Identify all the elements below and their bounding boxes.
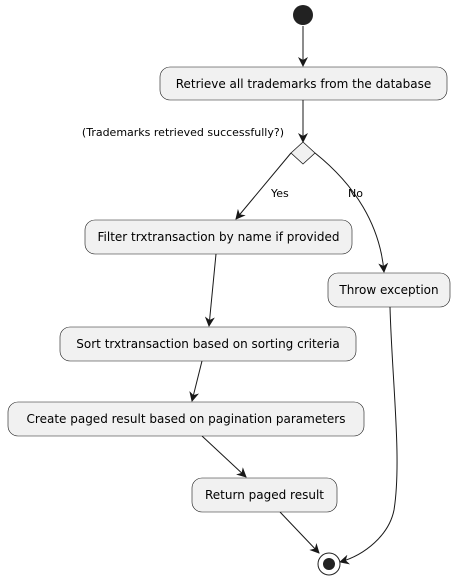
edge-return-to-end [279,511,320,554]
action-paged: Create paged result based on pagination … [7,401,365,437]
decision-diamond [290,141,316,165]
edge-decision-to-throw [314,152,389,273]
action-retrieve-label: Retrieve all trademarks from the databas… [176,77,432,91]
start-node [293,5,313,25]
action-sort-label: Sort trxtransaction based on sorting cri… [76,337,339,351]
action-retrieve: Retrieve all trademarks from the databas… [159,66,448,101]
action-paged-label: Create paged result based on pagination … [27,412,346,426]
action-filter-label: Filter trxtransaction by name if provide… [98,230,340,244]
guard-yes: Yes [270,187,289,200]
end-node [317,552,341,576]
edge-paged-to-return [201,435,247,478]
action-sort: Sort trxtransaction based on sorting cri… [59,326,357,362]
action-return-label: Return paged result [205,488,324,502]
action-return: Return paged result [191,477,338,513]
action-throw-label: Throw exception [338,283,438,297]
edge-throw-to-end [339,306,398,565]
decision-label: (Trademarks retrieved successfully?) [82,126,284,139]
edge-decision-to-filter [235,152,292,220]
edge-filter-to-sort [204,253,217,327]
guard-no: No [348,187,363,200]
action-throw: Throw exception [327,272,451,308]
action-filter: Filter trxtransaction by name if provide… [84,219,353,255]
edge-sort-to-paged [189,360,203,402]
connectors [189,26,398,565]
